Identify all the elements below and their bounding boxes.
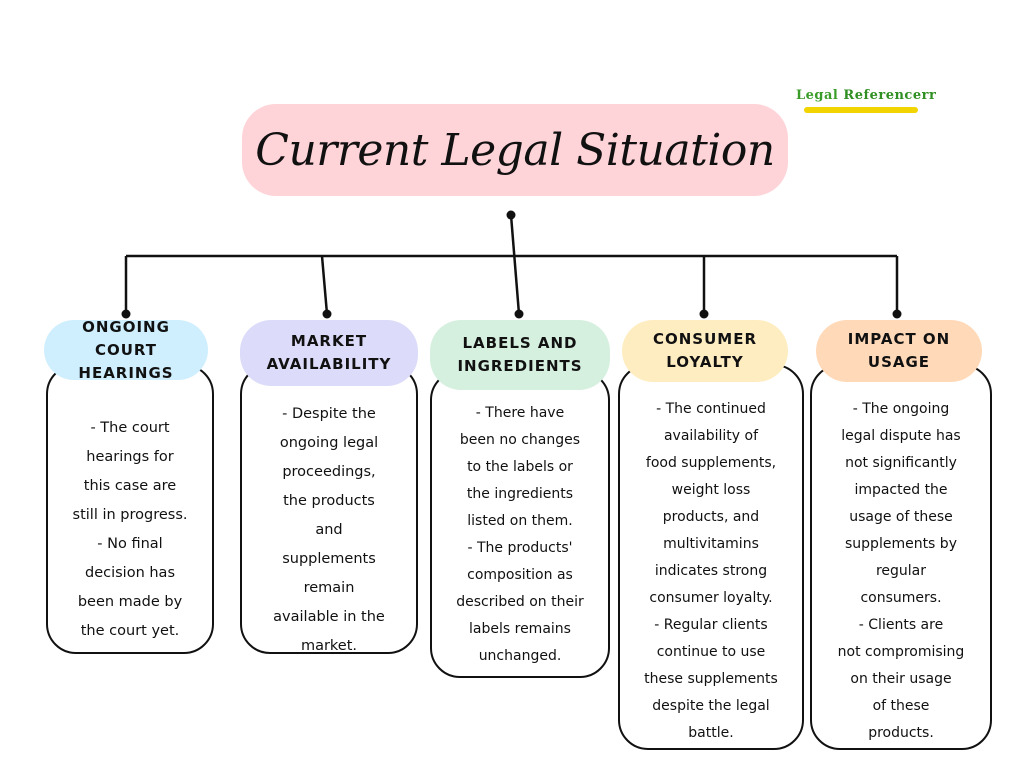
- card-text: - Despite the ongoing legal proceedings,…: [273, 406, 385, 654]
- card-text: - There have been no changes to the labe…: [456, 405, 584, 664]
- branch-line-2: [320, 255, 329, 315]
- card-body-labels-and-ingredients: - There have been no changes to the labe…: [430, 370, 610, 678]
- logo-underline: [804, 107, 918, 113]
- branch-dot-4: [699, 309, 709, 319]
- card-text: - The court hearings for this case are s…: [72, 420, 188, 639]
- card-body-ongoing-court-hearings: - The court hearings for this case are s…: [46, 364, 214, 654]
- card-heading-consumer-loyalty: CONSUMER LOYALTY: [622, 320, 788, 382]
- card-body-impact-on-usage: - The ongoing legal dispute has not sign…: [810, 364, 992, 750]
- card-text: - The ongoing legal dispute has not sign…: [837, 401, 965, 741]
- branch-dot-1: [121, 309, 131, 319]
- logo-wordmark: Legal Referencerr: [796, 88, 937, 103]
- card-heading-ongoing-court-hearings: ONGOING COURT HEARINGS: [44, 318, 208, 382]
- card-body-market-availability: - Despite the ongoing legal proceedings,…: [240, 364, 418, 654]
- diagram-title: Current Legal Situation: [255, 124, 775, 176]
- card-heading-market-availability: MARKET AVAILABILITY: [240, 320, 418, 386]
- logo: Legal Referencerr: [796, 88, 937, 113]
- branch-dot-5: [892, 309, 902, 319]
- card-heading-labels-and-ingredients: LABELS AND INGREDIENTS: [430, 320, 610, 390]
- root-stem-line: [509, 214, 521, 315]
- title-box: Current Legal Situation: [242, 104, 788, 196]
- card-body-consumer-loyalty: - The continued availability of food sup…: [618, 364, 804, 750]
- branch-dot-2: [322, 309, 332, 319]
- card-text: - The continued availability of food sup…: [644, 401, 778, 741]
- card-heading-impact-on-usage: IMPACT ON USAGE: [816, 320, 982, 382]
- branch-dot-3: [514, 309, 524, 319]
